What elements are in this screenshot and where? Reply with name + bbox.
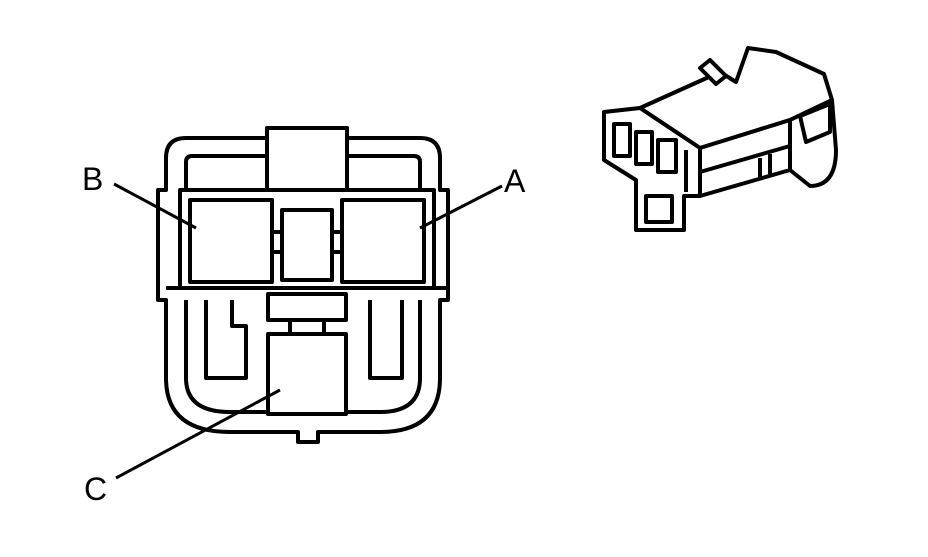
cavity-c-bar [266, 292, 348, 322]
connector-face-view [156, 126, 450, 444]
leader-line-a [419, 184, 503, 230]
label-c: C [84, 471, 107, 507]
cavity-bridges [272, 230, 342, 254]
connector-lower-walls [204, 300, 404, 380]
leader-line-b [113, 182, 197, 230]
leader-lines [113, 182, 503, 480]
connector-latch-tab [265, 128, 349, 190]
connector-isometric-view [602, 46, 838, 232]
cavity-c-neck [288, 320, 326, 334]
connector-inner-frame [184, 154, 422, 190]
terminal-cavity-a [340, 198, 426, 284]
label-a: A [504, 163, 526, 199]
iso-latch [698, 58, 728, 86]
iso-face-slots [612, 122, 678, 224]
label-b: B [82, 161, 103, 197]
terminal-cavity-b [188, 198, 274, 284]
leader-line-c [115, 388, 281, 480]
terminal-cavity-c [266, 332, 348, 416]
center-key [280, 208, 334, 282]
iso-side-ring [798, 102, 832, 144]
iso-face-ribs [684, 144, 791, 192]
